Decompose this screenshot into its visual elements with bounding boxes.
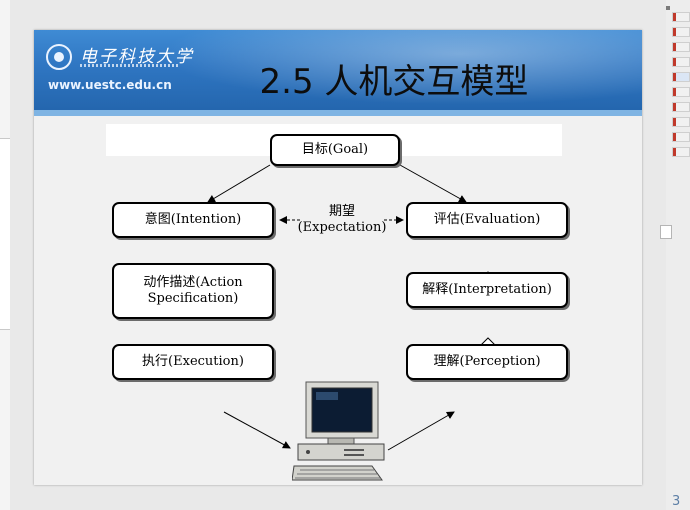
slide-canvas: 电子科技大学 www.uestc.edu.cn 2.5 人机交互模型 — [34, 30, 642, 485]
computer-icon — [292, 381, 385, 481]
university-seal-icon — [46, 44, 72, 70]
scrollbar-handle[interactable] — [660, 225, 672, 239]
arrow-goal-to-evaluation — [399, 164, 467, 203]
slide-thumbnail[interactable] — [672, 117, 690, 127]
university-url: www.uestc.edu.cn — [48, 78, 172, 92]
slide-thumbnail[interactable] — [672, 42, 690, 52]
slide-title: 2.5 人机交互模型 — [259, 62, 529, 102]
execution-box: 执行(Execution) — [112, 344, 274, 380]
slide-thumbnail[interactable] — [672, 147, 690, 157]
goal-box: 目标(Goal) — [270, 134, 400, 166]
slide-thumbnail[interactable] — [672, 102, 690, 112]
slide-thumbnail[interactable] — [672, 132, 690, 142]
evaluation-box: 评估(Evaluation) — [406, 202, 568, 238]
thumbnail-strip — [666, 0, 690, 510]
arrow-computer-to-perception — [387, 411, 455, 451]
interpretation-box: 解释(Interpretation) — [406, 272, 568, 308]
expectation-label: 期望 (Expectation) — [297, 204, 387, 235]
corner-marker-icon — [666, 6, 670, 10]
arrow-goal-to-intention — [207, 164, 271, 203]
intention-box: 意图(Intention) — [112, 202, 274, 238]
university-name-logo: 电子科技大学 — [80, 47, 194, 67]
slide-thumbnail[interactable] — [672, 57, 690, 67]
arrow-execution-to-computer — [223, 411, 291, 449]
slide-thumbnail[interactable] — [672, 87, 690, 97]
outline-panel[interactable] — [0, 138, 10, 330]
slide-thumbnail-list — [672, 12, 690, 172]
slide-content-area: 目标(Goal) 意图(Intention) 期望 (Expectation) … — [34, 116, 642, 485]
university-subtitle-line — [80, 64, 180, 67]
perception-box: 理解(Perception) — [406, 344, 568, 380]
slide-thumbnail-current[interactable] — [672, 72, 690, 82]
slide-thumbnail[interactable] — [672, 12, 690, 22]
slide-thumbnail[interactable] — [672, 27, 690, 37]
banner-stripe — [34, 110, 642, 116]
slide-outline-pane — [0, 0, 10, 510]
banner-highlight — [34, 30, 642, 110]
slide-header-banner: 电子科技大学 www.uestc.edu.cn 2.5 人机交互模型 — [34, 30, 642, 110]
action-specification-box: 动作描述(Action Specification) — [112, 263, 274, 319]
page-number: 3 — [672, 494, 681, 509]
